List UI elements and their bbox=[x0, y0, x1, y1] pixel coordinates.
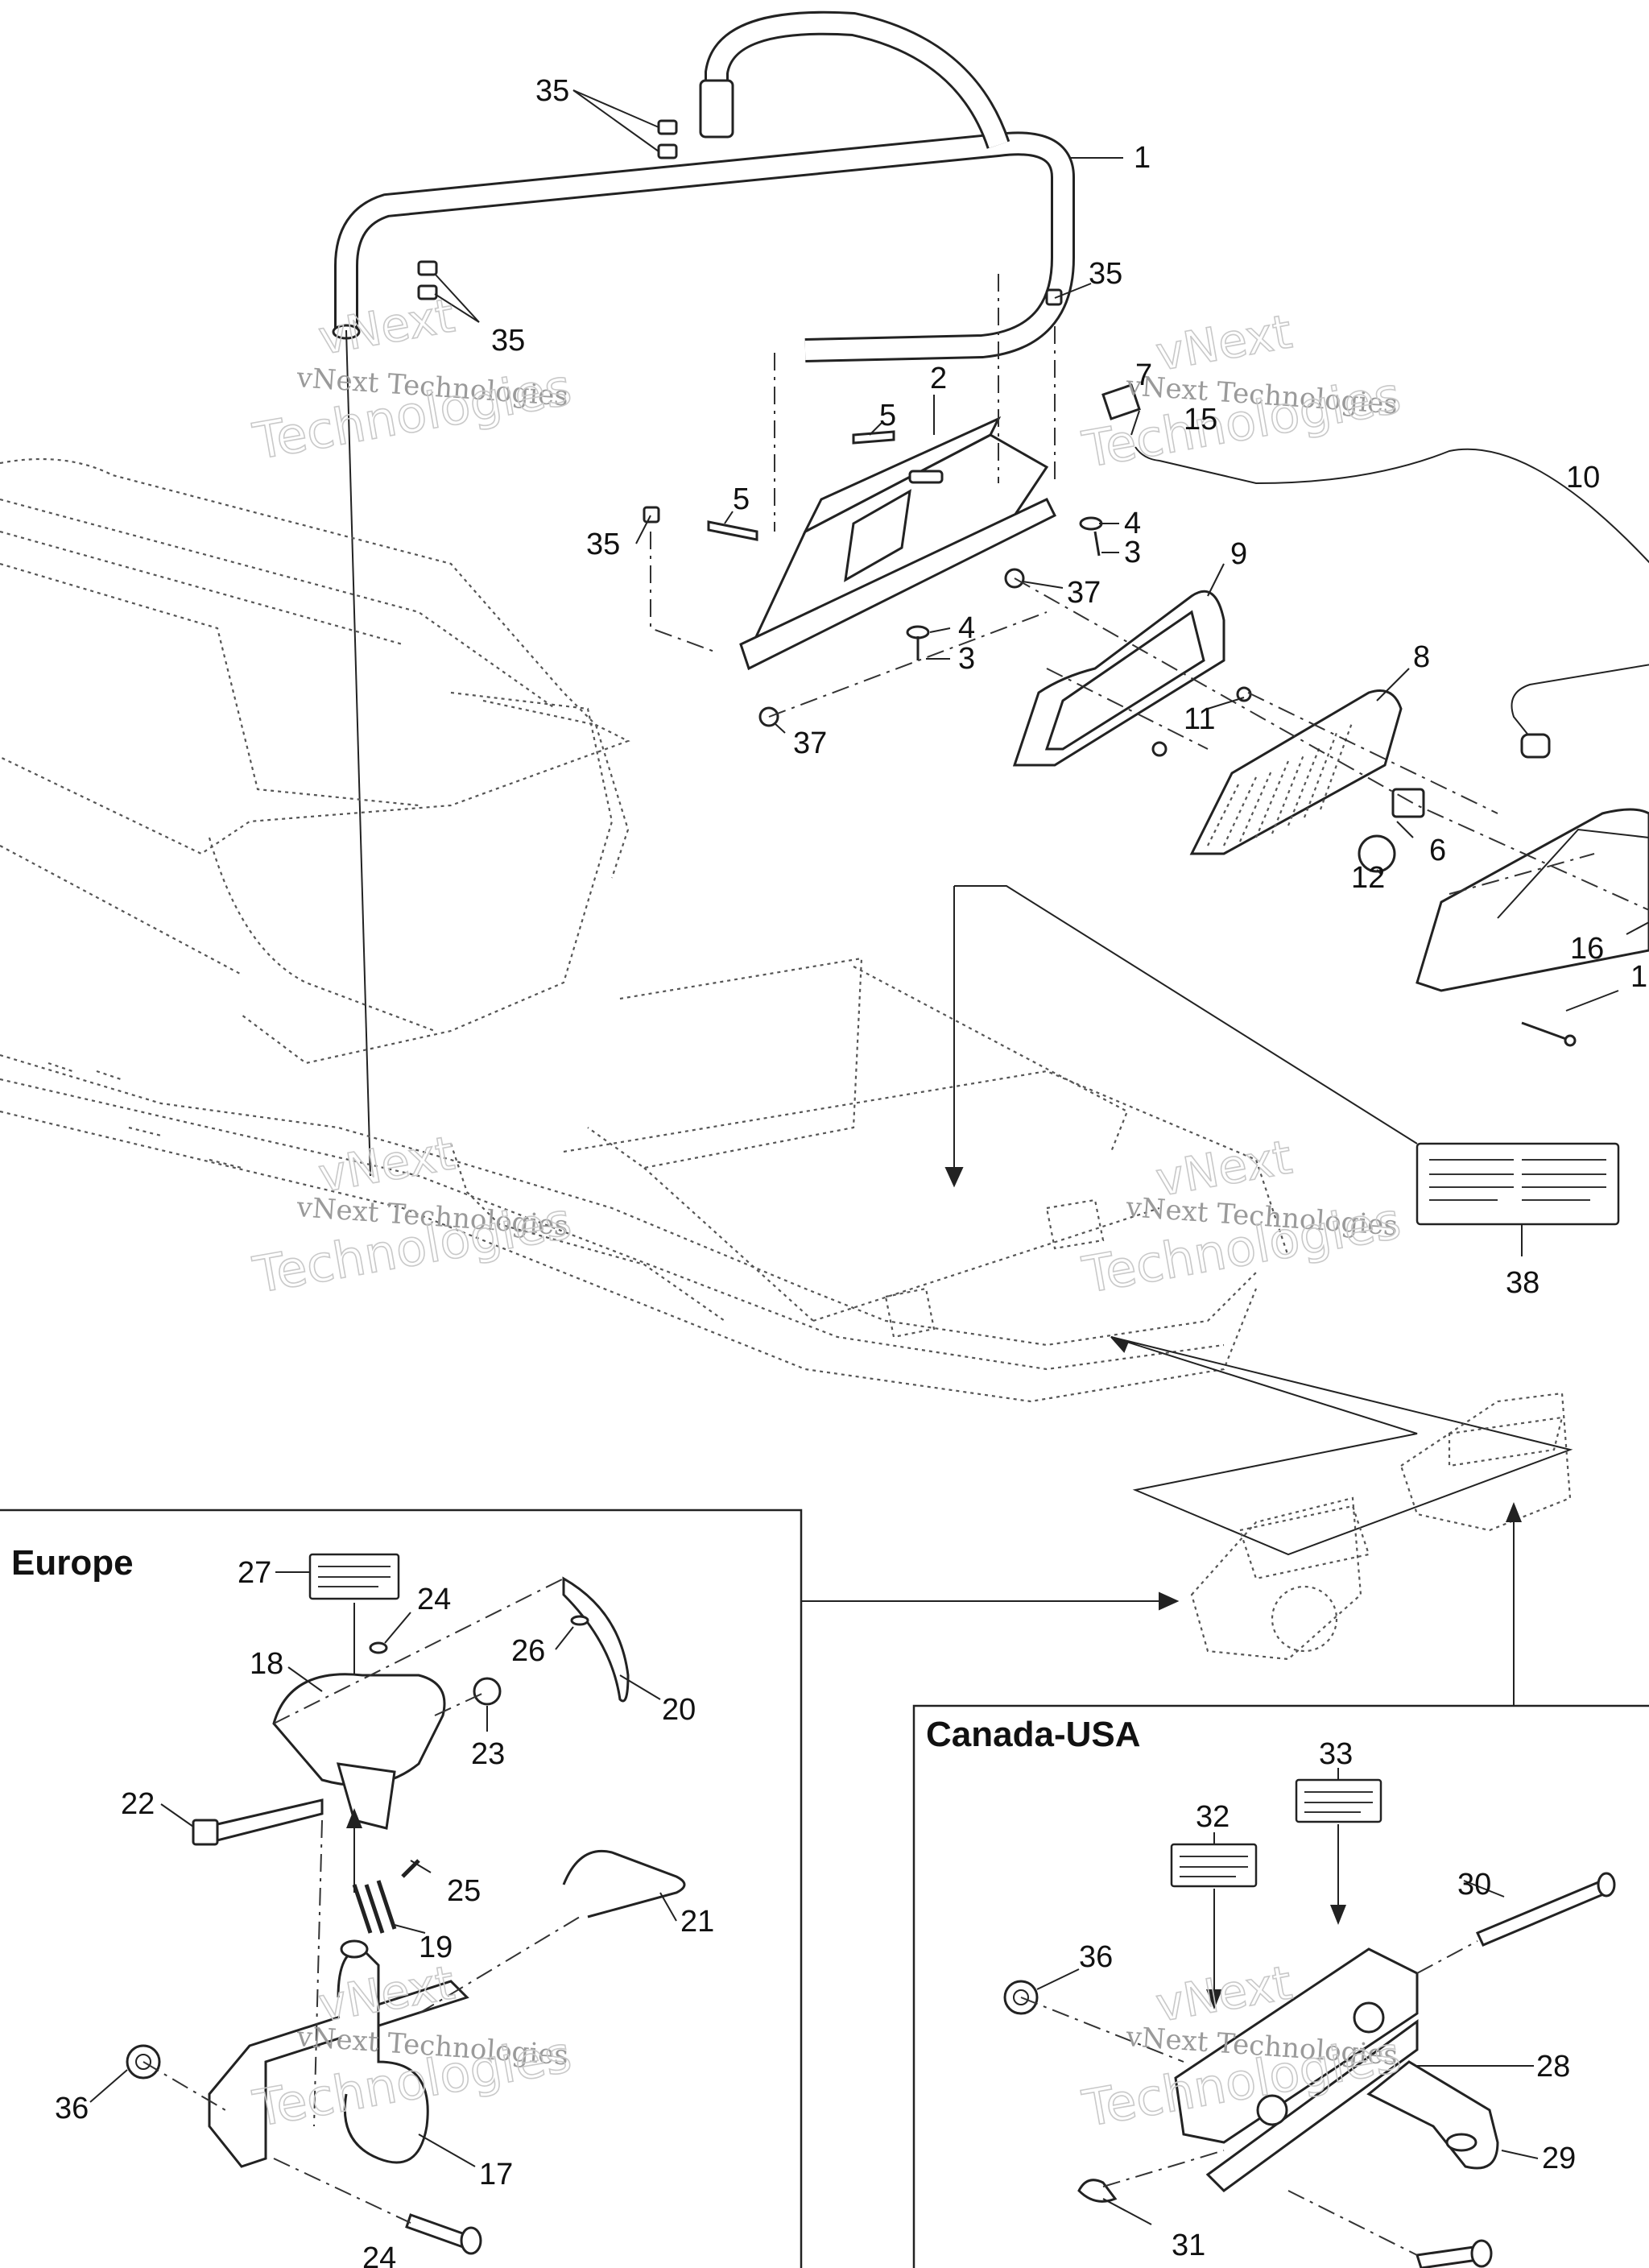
callout-11: 11 bbox=[1184, 702, 1215, 736]
callout-17: 17 bbox=[479, 2158, 513, 2191]
callout-35: 35 bbox=[491, 324, 525, 358]
callout-2: 2 bbox=[930, 362, 947, 395]
explosion-lines-top bbox=[345, 274, 1649, 1177]
callouts: 35 1 35 35 2 5 5 35 4 3 4 3 37 37 7 15 1… bbox=[55, 74, 1647, 2268]
svg-text:vNext: vNext bbox=[315, 1125, 459, 1202]
callout-5: 5 bbox=[879, 399, 896, 432]
callout-37: 37 bbox=[1067, 576, 1101, 610]
callout-31: 31 bbox=[1172, 2229, 1205, 2262]
grab-handle bbox=[332, 10, 1075, 362]
callout-36: 36 bbox=[1079, 1940, 1113, 1974]
light-bracket bbox=[739, 416, 1057, 671]
svg-text:vNext: vNext bbox=[1152, 304, 1296, 381]
leader-lines bbox=[89, 89, 1649, 2225]
callout-4: 4 bbox=[1124, 507, 1141, 540]
callout-24: 24 bbox=[362, 2241, 396, 2268]
callout-35: 35 bbox=[535, 74, 569, 108]
callout-21: 21 bbox=[680, 1905, 714, 1939]
callout-26: 26 bbox=[511, 1634, 545, 1668]
callout-24: 24 bbox=[417, 1583, 451, 1616]
callout-22: 22 bbox=[121, 1787, 155, 1821]
callout-4: 4 bbox=[958, 611, 975, 645]
callout-3: 3 bbox=[958, 642, 975, 676]
callout-18: 18 bbox=[250, 1647, 283, 1681]
tail-light-assembly bbox=[1012, 590, 1649, 992]
callout-38: 38 bbox=[1506, 1266, 1539, 1300]
callout-25: 25 bbox=[447, 1874, 481, 1908]
warning-label-38 bbox=[1415, 1142, 1620, 1256]
snowmobile-rear-frame bbox=[0, 457, 1290, 1403]
callout-8: 8 bbox=[1413, 640, 1430, 674]
callout-15: 15 bbox=[1184, 403, 1217, 437]
callout-23: 23 bbox=[471, 1737, 505, 1771]
hitch-thumbnails bbox=[1190, 1392, 1572, 1661]
callout-16: 16 bbox=[1570, 932, 1604, 966]
callout-5: 5 bbox=[733, 482, 750, 516]
callout-28: 28 bbox=[1536, 2050, 1570, 2084]
callout-10: 10 bbox=[1566, 461, 1600, 495]
callout-1: 1 bbox=[1630, 960, 1647, 994]
light-screws bbox=[1151, 686, 1577, 1047]
callout-35: 35 bbox=[586, 528, 620, 561]
callout-32: 32 bbox=[1196, 1800, 1230, 1834]
callout-30: 30 bbox=[1457, 1868, 1491, 1902]
callout-35: 35 bbox=[1089, 257, 1122, 291]
callout-1: 1 bbox=[1134, 141, 1151, 175]
region-title-canada-usa: Canada-USA bbox=[926, 1715, 1141, 1754]
europe-section bbox=[0, 1509, 1180, 2268]
arrow-lines-top bbox=[944, 885, 1573, 1556]
wire-harness bbox=[1101, 383, 1649, 759]
callout-6: 6 bbox=[1429, 834, 1446, 867]
canada-usa-section bbox=[912, 1502, 1649, 2268]
callout-27: 27 bbox=[238, 1556, 271, 1590]
callout-29: 29 bbox=[1542, 2142, 1576, 2175]
callout-20: 20 bbox=[662, 1693, 696, 1727]
callout-36: 36 bbox=[55, 2092, 89, 2125]
callout-12: 12 bbox=[1351, 861, 1385, 895]
callout-37: 37 bbox=[793, 726, 827, 760]
callout-19: 19 bbox=[419, 1931, 453, 1964]
handle-bolts bbox=[417, 119, 1063, 524]
region-title-europe: Europe bbox=[11, 1543, 134, 1583]
callout-7: 7 bbox=[1135, 358, 1152, 392]
callout-9: 9 bbox=[1230, 537, 1247, 571]
svg-text:vNext: vNext bbox=[315, 1955, 459, 2032]
callout-3: 3 bbox=[1124, 536, 1141, 569]
callout-33: 33 bbox=[1319, 1737, 1353, 1771]
